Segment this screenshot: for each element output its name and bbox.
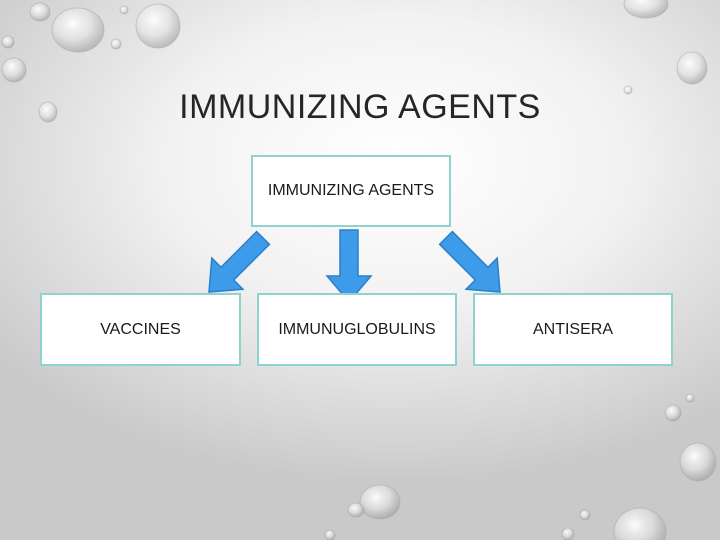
arrow-to-vaccines-icon [208,230,271,293]
diagram-child-label: ANTISERA [532,320,613,338]
slide-title: IMMUNIZING AGENTS [179,88,541,126]
arrow-group [208,229,501,304]
arrow-to-antisera-icon [438,230,501,293]
diagram-root-box: IMMUNIZING AGENTS [251,155,451,227]
arrow-to-immunuglobulins-icon [325,229,373,304]
diagram-child-box-immunuglobulins: IMMUNUGLOBULINS [257,293,457,366]
diagram-child-box-vaccines: VACCINES [40,293,241,366]
diagram-child-label: IMMUNUGLOBULINS [278,320,436,338]
diagram-child-label: VACCINES [100,320,181,338]
diagram-child-box-antisera: ANTISERA [473,293,673,366]
diagram-root-label: IMMUNIZING AGENTS [267,182,435,199]
